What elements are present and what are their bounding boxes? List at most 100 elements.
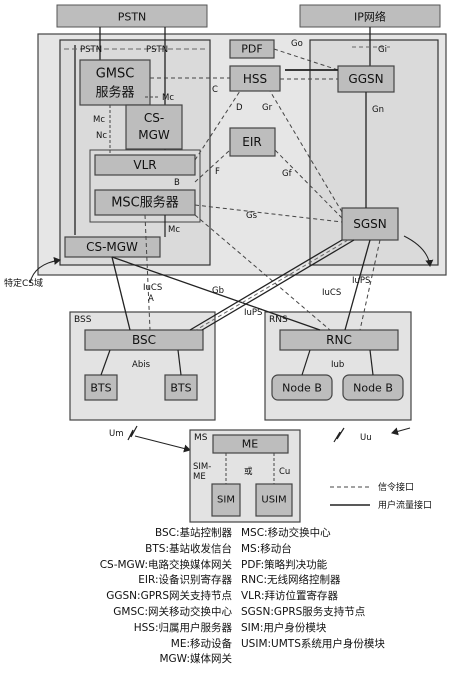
vlr-box bbox=[94, 154, 196, 176]
pdf-label: PDF bbox=[241, 43, 262, 56]
iucs-interface-label-1: IuCS bbox=[143, 283, 162, 293]
sim-me-interface-label-2: ME bbox=[193, 472, 206, 482]
sgsn-bsc-gb-link-3 bbox=[201, 239, 355, 331]
cs-mgw-core-label-line1: CS- bbox=[144, 111, 164, 125]
sgsn-rnc-iups-link bbox=[344, 239, 371, 331]
sgsn-rnc-iups-signal bbox=[359, 239, 381, 331]
abbreviation-item: BSC:基站控制器 bbox=[154, 527, 232, 539]
ip-network-label: IP网络 bbox=[354, 10, 386, 24]
um-air-interface bbox=[127, 425, 138, 441]
f-interface-label: F bbox=[215, 167, 220, 177]
abbreviation-item: GMSC:网关移动交换中心 bbox=[113, 605, 232, 618]
bts-label-left: BTS bbox=[90, 382, 111, 395]
bts-box-right bbox=[164, 374, 198, 401]
ps-domain-arrow bbox=[403, 235, 434, 267]
gi-interface-label: Gi bbox=[378, 45, 387, 55]
abbreviation-item: MS:移动台 bbox=[241, 542, 292, 555]
iub-link-left bbox=[301, 349, 311, 376]
abbreviation-item: SIM:用户身份模块 bbox=[241, 621, 327, 634]
d-interface-label: D bbox=[236, 103, 243, 113]
node-b-label-left: Node B bbox=[282, 382, 322, 395]
rns-label: RNS bbox=[269, 315, 288, 325]
nc-interface-label: Nc bbox=[96, 131, 107, 141]
uu-air-interface bbox=[333, 427, 345, 443]
gf-interface-label: Gf bbox=[282, 169, 293, 179]
rnc-label: RNC bbox=[326, 333, 352, 347]
abis-interface-label: Abis bbox=[132, 360, 151, 370]
pstn-network-label: PSTN bbox=[118, 11, 147, 24]
mc-interface-label-3: Mc bbox=[168, 225, 180, 235]
or-label: 或 bbox=[244, 466, 253, 477]
hss-label: HSS bbox=[243, 72, 267, 86]
pstn-interface-label-left: PSTN bbox=[80, 45, 102, 55]
gb-interface-label: Gb bbox=[212, 286, 224, 296]
me-label: ME bbox=[242, 438, 258, 451]
ggsn-label: GGSN bbox=[348, 72, 383, 86]
msc-rnc-signal-link bbox=[194, 214, 331, 331]
usim-label: USIM bbox=[261, 495, 286, 506]
abbreviation-item: SGSN:GPRS服务支持节点 bbox=[241, 605, 366, 618]
mc-interface-label-2: Mc bbox=[93, 115, 105, 125]
sgsn-bsc-gb-link-2 bbox=[195, 239, 349, 331]
uu-arrow bbox=[391, 427, 411, 436]
msc-vlr-frame bbox=[89, 149, 201, 223]
msc-eir-f-link bbox=[194, 149, 231, 183]
cs-domain-label: 特定CS域 bbox=[4, 277, 43, 289]
iups-interface-label-1: IuPS bbox=[352, 276, 370, 286]
abbreviation-item: PDF:策略判决功能 bbox=[241, 558, 328, 571]
abbreviation-item: CS-MGW:电路交换媒体网关 bbox=[99, 558, 232, 571]
sgsn-label: SGSN bbox=[353, 217, 387, 231]
abbreviation-item: BTS:基站收发信台 bbox=[145, 542, 232, 555]
pstn-interface-label-right: PSTN bbox=[146, 45, 168, 55]
abis-link-right bbox=[177, 349, 182, 376]
abbreviation-list-left: BSC:基站控制器 BTS:基站收发信台 CS-MGW:电路交换媒体网关 EIR… bbox=[0, 526, 232, 668]
pstn-network-box bbox=[56, 4, 208, 28]
rnc-box bbox=[279, 329, 399, 351]
iub-interface-label: Iub bbox=[331, 360, 344, 370]
msc-sgsn-gs-link bbox=[194, 204, 343, 223]
iub-link-right bbox=[369, 349, 374, 376]
abbreviation-item: EIR:设备识别寄存器 bbox=[138, 574, 232, 587]
msc-server-label: MSC服务器 bbox=[111, 195, 179, 211]
cs-mgw-rnc-iucs-link bbox=[111, 256, 321, 331]
abbreviation-item: VLR:拜访位置寄存器 bbox=[241, 590, 339, 603]
pdf-ggsn-go-link bbox=[273, 48, 339, 71]
abbreviation-item: MGW:媒体网关 bbox=[159, 653, 232, 666]
um-arrow bbox=[134, 435, 191, 453]
uu-interface-label: Uu bbox=[360, 433, 372, 443]
cu-interface-label: Cu bbox=[279, 467, 290, 477]
cs-mgw-core-label-line2: MGW bbox=[138, 128, 170, 142]
um-interface-label: Um bbox=[109, 429, 124, 439]
bss-label: BSS bbox=[74, 315, 92, 325]
gmsc-server-label-line1: GMSC bbox=[96, 67, 135, 82]
msc-bsc-signal-link bbox=[144, 214, 151, 331]
bsc-box bbox=[84, 329, 204, 351]
gn-interface-label: Gn bbox=[372, 105, 384, 115]
abbreviation-item: USIM:UMTS系统用户身份模块 bbox=[241, 637, 385, 650]
gmsc-server-label-line2: 服务器 bbox=[95, 85, 134, 101]
a-interface-label: A bbox=[148, 294, 154, 304]
sgsn-bsc-gb-link-1 bbox=[189, 239, 343, 331]
sgsn-eir-gf-link bbox=[274, 149, 343, 219]
bts-label-right: BTS bbox=[170, 382, 191, 395]
sim-label: SIM bbox=[217, 495, 235, 506]
abbreviation-item: MSC:移动交换中心 bbox=[241, 527, 331, 539]
abbreviation-item: HSS:归属用户服务器 bbox=[133, 621, 232, 634]
abbreviation-item: RNC:无线网络控制器 bbox=[241, 574, 341, 587]
cs-mgw-core-box bbox=[125, 104, 183, 150]
sgsn-box bbox=[341, 207, 399, 241]
mc-interface-label-1: Mc bbox=[162, 93, 174, 103]
cs-mgw-bsc-a-link bbox=[111, 256, 131, 331]
gr-interface-label: Gr bbox=[262, 103, 273, 113]
b-interface-label: B bbox=[174, 178, 180, 188]
sgsn-hss-gr-link bbox=[269, 90, 343, 213]
legend-user-traffic-label: 用户流量接口 bbox=[378, 499, 432, 511]
iucs-interface-label-2: IuCS bbox=[322, 288, 341, 298]
cs-mgw-label: CS-MGW bbox=[86, 240, 138, 254]
cs-domain-arrow bbox=[29, 256, 61, 284]
sim-box bbox=[211, 483, 241, 517]
gmsc-server-box bbox=[79, 59, 151, 106]
go-interface-label: Go bbox=[291, 39, 303, 49]
c-interface-label: C bbox=[212, 85, 218, 95]
